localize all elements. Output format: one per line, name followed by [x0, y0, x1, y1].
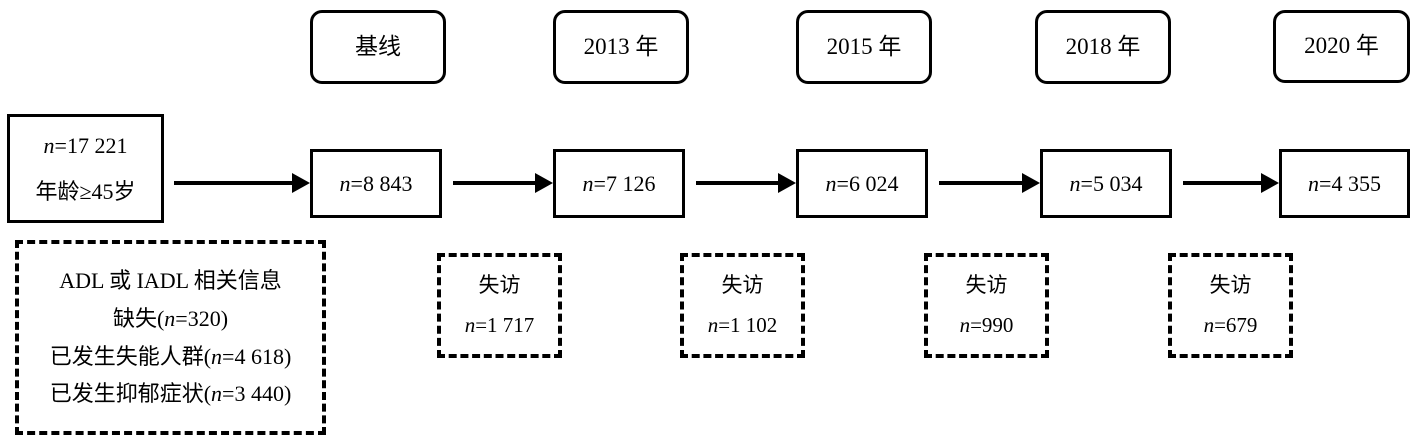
loss-label: 失访 — [721, 272, 764, 297]
loss-n: n=679 — [1204, 311, 1258, 341]
arrow-head — [292, 173, 310, 193]
source-population-n: n=17 221 — [44, 130, 128, 161]
arrow-shaft — [696, 181, 778, 185]
wave-header-label: 2013 年 — [583, 33, 659, 59]
cohort-n-value: =6 024 — [836, 170, 899, 196]
loss-label: 失访 — [965, 272, 1008, 297]
exclusion-line-prevalent-disability: 已发生失能人群(n=4 618) — [50, 339, 292, 375]
source-population-age-criterion: 年龄≥45岁 — [35, 178, 136, 204]
cohort-box-2013: n=7 126 — [553, 149, 685, 218]
cohort-n: n=5 034 — [1070, 168, 1143, 199]
cohort-n-value: =8 843 — [350, 170, 413, 196]
loss-n: n=990 — [960, 311, 1014, 341]
loss-to-followup-box-2018: 失访 n=990 — [924, 253, 1049, 358]
exclusion-disability-value: =4 618) — [222, 343, 292, 369]
wave-header-2018: 2018 年 — [1035, 10, 1171, 84]
loss-to-followup-box-2015: 失访 n=1 102 — [680, 253, 805, 358]
loss-label: 失访 — [478, 272, 521, 297]
loss-n-value: =679 — [1214, 312, 1258, 337]
exclusion-missing-value: =320) — [175, 305, 229, 331]
arrow-head — [1022, 173, 1040, 193]
wave-header-label: 基线 — [355, 33, 401, 59]
exclusion-line-missing-count: 缺失(n=320) — [113, 301, 228, 337]
wave-header-2015: 2015 年 — [796, 10, 932, 84]
cohort-n: n=7 126 — [583, 168, 656, 199]
arrow-head — [535, 173, 553, 193]
n-symbol: n — [825, 170, 837, 196]
n-symbol: n — [1069, 170, 1081, 196]
cohort-n: n=8 843 — [340, 168, 413, 199]
loss-n: n=1 102 — [708, 311, 778, 341]
arrow-head — [1261, 173, 1279, 193]
wave-header-baseline: 基线 — [310, 10, 446, 84]
exclusion-depression-value: =3 440) — [222, 381, 292, 407]
cohort-n-value: =7 126 — [593, 170, 656, 196]
arrow-shaft — [1183, 181, 1261, 185]
wave-header-label: 2018 年 — [1065, 33, 1141, 59]
exclusion-depression-text: 已发生抑郁症状( — [49, 381, 212, 407]
source-population-n-value: =17 221 — [54, 133, 128, 159]
arrow-head — [778, 173, 796, 193]
n-symbol: n — [339, 170, 351, 196]
cohort-n-value: =4 355 — [1319, 170, 1381, 196]
loss-label: 失访 — [1209, 272, 1252, 297]
wave-header-2013: 2013 年 — [553, 10, 689, 84]
cohort-n: n=4 355 — [1308, 168, 1381, 199]
loss-n-value: =1 102 — [718, 312, 778, 337]
loss-n-value: =1 717 — [475, 312, 535, 337]
wave-header-label: 2015 年 — [826, 33, 902, 59]
exclusion-line-missing-adl-iadl: ADL 或 IADL 相关信息 — [59, 268, 282, 294]
wave-header-2020: 2020 年 — [1273, 10, 1410, 83]
n-symbol: n — [211, 381, 223, 407]
loss-n-value: =990 — [970, 312, 1014, 337]
n-symbol: n — [164, 305, 176, 331]
exclusion-criteria-box: ADL 或 IADL 相关信息 缺失(n=320) 已发生失能人群(n=4 61… — [15, 240, 326, 435]
n-symbol: n — [1308, 170, 1320, 196]
arrow-shaft — [174, 181, 292, 185]
exclusion-disability-text: 已发生失能人群( — [49, 343, 212, 369]
n-symbol: n — [211, 343, 223, 369]
cohort-box-baseline: n=8 843 — [310, 149, 442, 218]
loss-to-followup-box-2020: 失访 n=679 — [1168, 253, 1293, 358]
cohort-n-value: =5 034 — [1080, 170, 1143, 196]
wave-header-label: 2020 年 — [1304, 33, 1379, 59]
n-symbol: n — [959, 312, 971, 337]
cohort-n: n=6 024 — [826, 168, 899, 199]
cohort-box-2015: n=6 024 — [796, 149, 928, 218]
cohort-box-2018: n=5 034 — [1040, 149, 1172, 218]
n-symbol: n — [1203, 312, 1215, 337]
source-population-box: n=17 221 年龄≥45岁 — [7, 114, 164, 223]
n-symbol: n — [707, 312, 719, 337]
n-symbol: n — [582, 170, 594, 196]
arrow-shaft — [453, 181, 535, 185]
n-symbol: n — [464, 312, 476, 337]
cohort-box-2020: n=4 355 — [1279, 149, 1410, 218]
loss-n: n=1 717 — [465, 311, 535, 341]
exclusion-missing-text: 缺失( — [112, 305, 165, 331]
loss-to-followup-box-2013: 失访 n=1 717 — [437, 253, 562, 358]
arrow-shaft — [939, 181, 1022, 185]
exclusion-line-prevalent-depression: 已发生抑郁症状(n=3 440) — [50, 376, 292, 412]
n-symbol: n — [43, 133, 55, 159]
